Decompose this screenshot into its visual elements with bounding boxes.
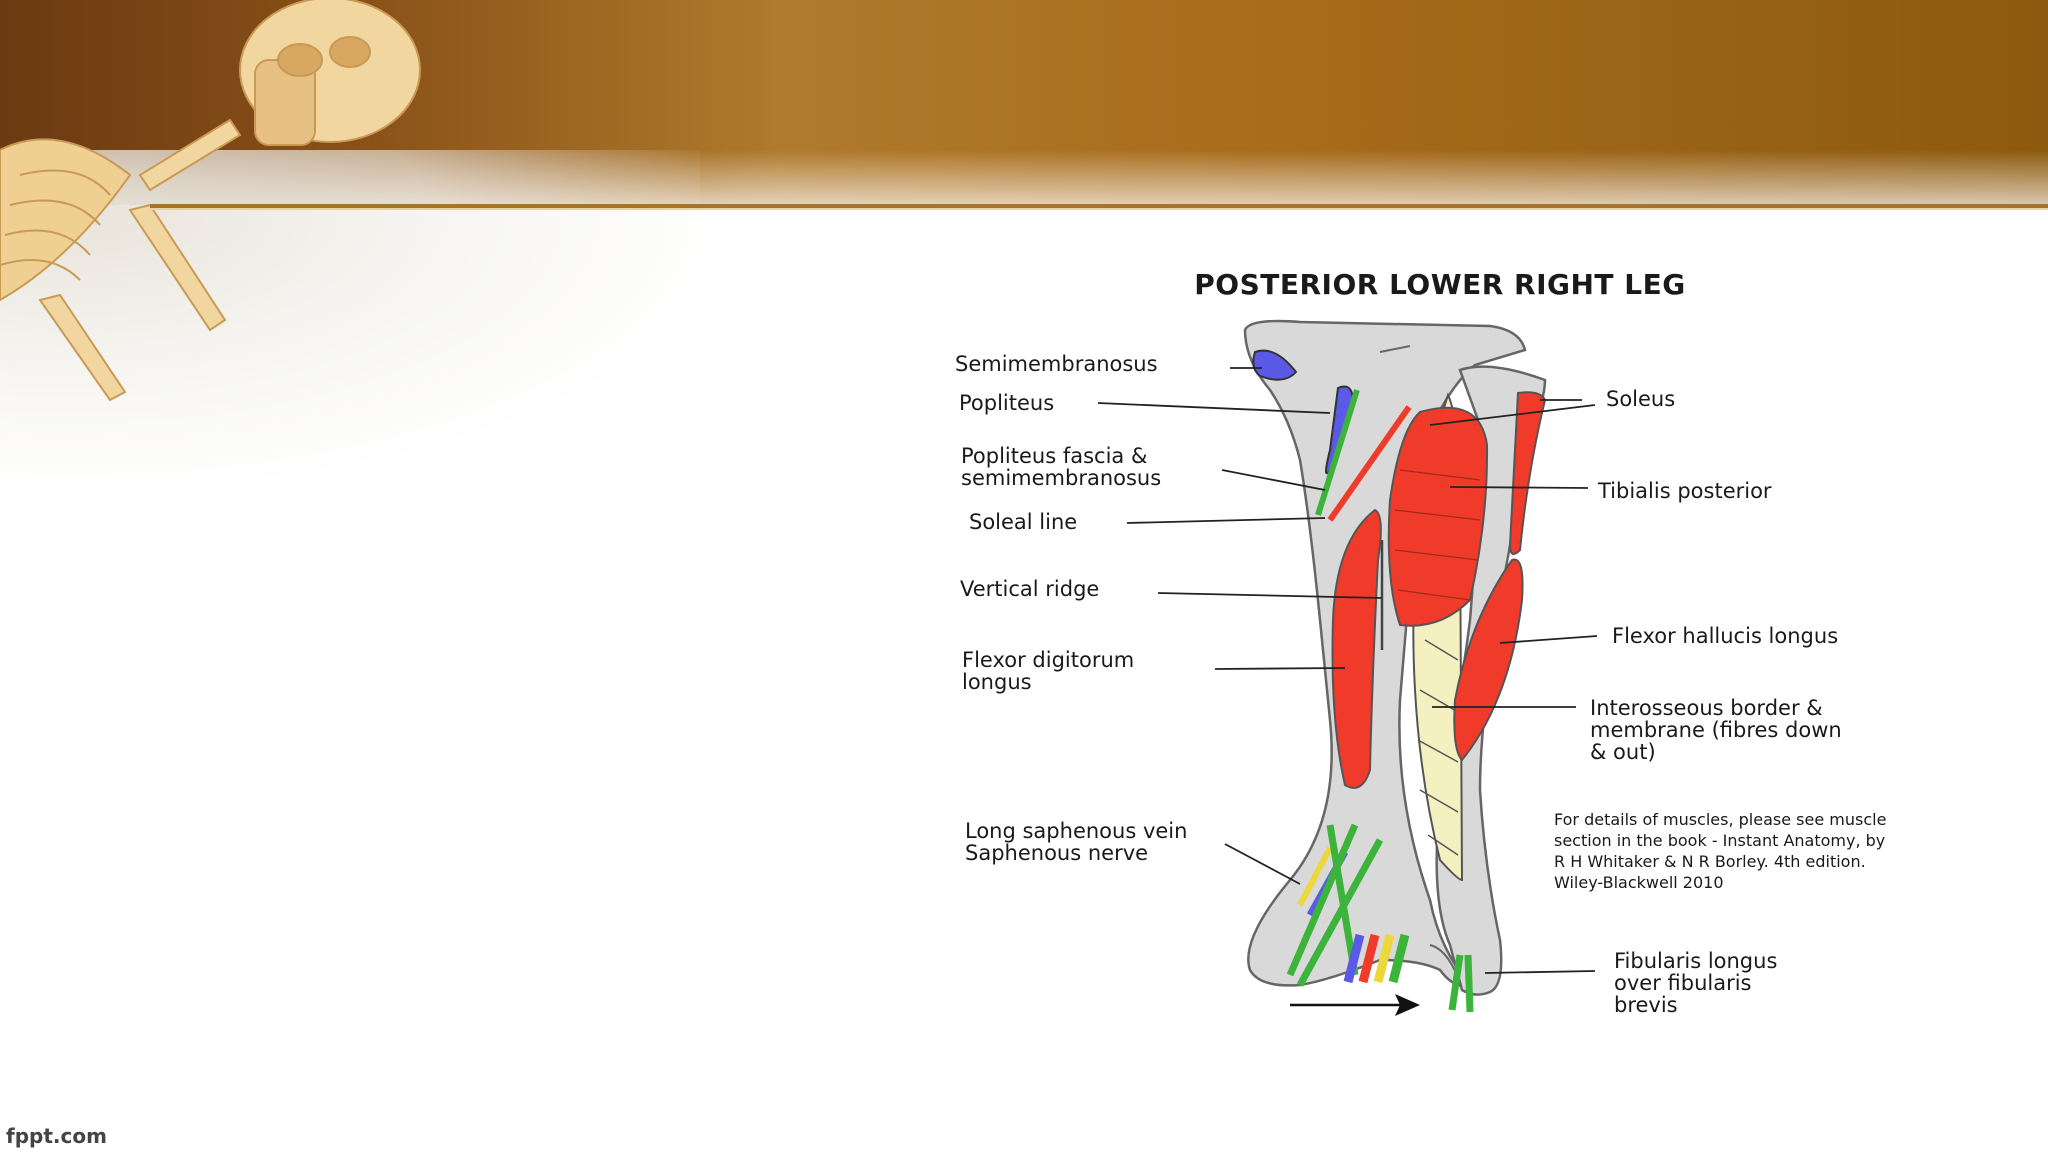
rib	[19, 169, 111, 196]
flexor-digitorum-longus-muscle	[1331, 508, 1382, 789]
label-vertical-ridge: Vertical ridge	[960, 577, 1100, 601]
label-soleal-line: Soleal line	[969, 510, 1078, 534]
eye-socket	[329, 36, 371, 68]
semimembranosus-muscle	[1252, 349, 1298, 381]
membrane-fibres	[1417, 639, 1459, 856]
ribcage	[0, 138, 132, 302]
label-flexor-hallucis-longus: Flexor hallucis longus	[1612, 624, 1839, 648]
label-soleus: Soleus	[1606, 387, 1676, 411]
saphenous-bundle	[1286, 823, 1410, 987]
soleus-muscle	[1508, 391, 1547, 555]
skeleton-photo	[0, 0, 421, 402]
leg-diagram	[1097, 319, 1598, 1016]
label-interosseous: Interosseous border & membrane (fibres d…	[1590, 696, 1842, 764]
label-saphenous: Long saphenous vein Saphenous nerve	[965, 819, 1188, 865]
rib	[0, 259, 81, 281]
rib	[4, 229, 91, 256]
header-rule-highlight	[150, 208, 2048, 210]
tibialis-fibres	[1394, 469, 1481, 601]
ankle-outline	[1429, 944, 1463, 991]
spine	[138, 118, 242, 192]
soleal-line-band	[1327, 405, 1412, 522]
rib	[9, 199, 101, 226]
diagram-title: POSTERIOR LOWER RIGHT LEG	[1194, 268, 1686, 301]
label-popliteus-fascia: Popliteus fascia & semimembranosus	[961, 444, 1162, 490]
fibularis-tendons	[1448, 954, 1474, 1013]
tibialis-posterior-muscle	[1387, 406, 1489, 627]
eye-socket	[277, 43, 323, 77]
arm-bone	[128, 203, 227, 332]
flexor-hallucis-longus-muscle	[1453, 558, 1524, 762]
label-tibialis-posterior: Tibialis posterior	[1598, 479, 1772, 503]
label-flexor-digitorum-longus: Flexor digitorum longus	[962, 648, 1135, 694]
label-semimembranosus: Semimembranosus	[955, 352, 1158, 376]
reference-note: For details of muscles, please see muscl…	[1554, 810, 1887, 892]
arm-bone	[38, 293, 127, 402]
label-fibularis: Fibularis longus over fibularis brevis	[1614, 949, 1778, 1017]
leader-lines	[1097, 367, 1598, 974]
popliteus-fascia-band	[1315, 389, 1360, 516]
footer-brand: fppt.com	[6, 1124, 107, 1148]
header-rule	[150, 204, 2048, 208]
label-popliteus: Popliteus	[959, 391, 1055, 415]
arrow	[1290, 994, 1420, 1016]
tibia-plateau-line	[1379, 345, 1411, 353]
